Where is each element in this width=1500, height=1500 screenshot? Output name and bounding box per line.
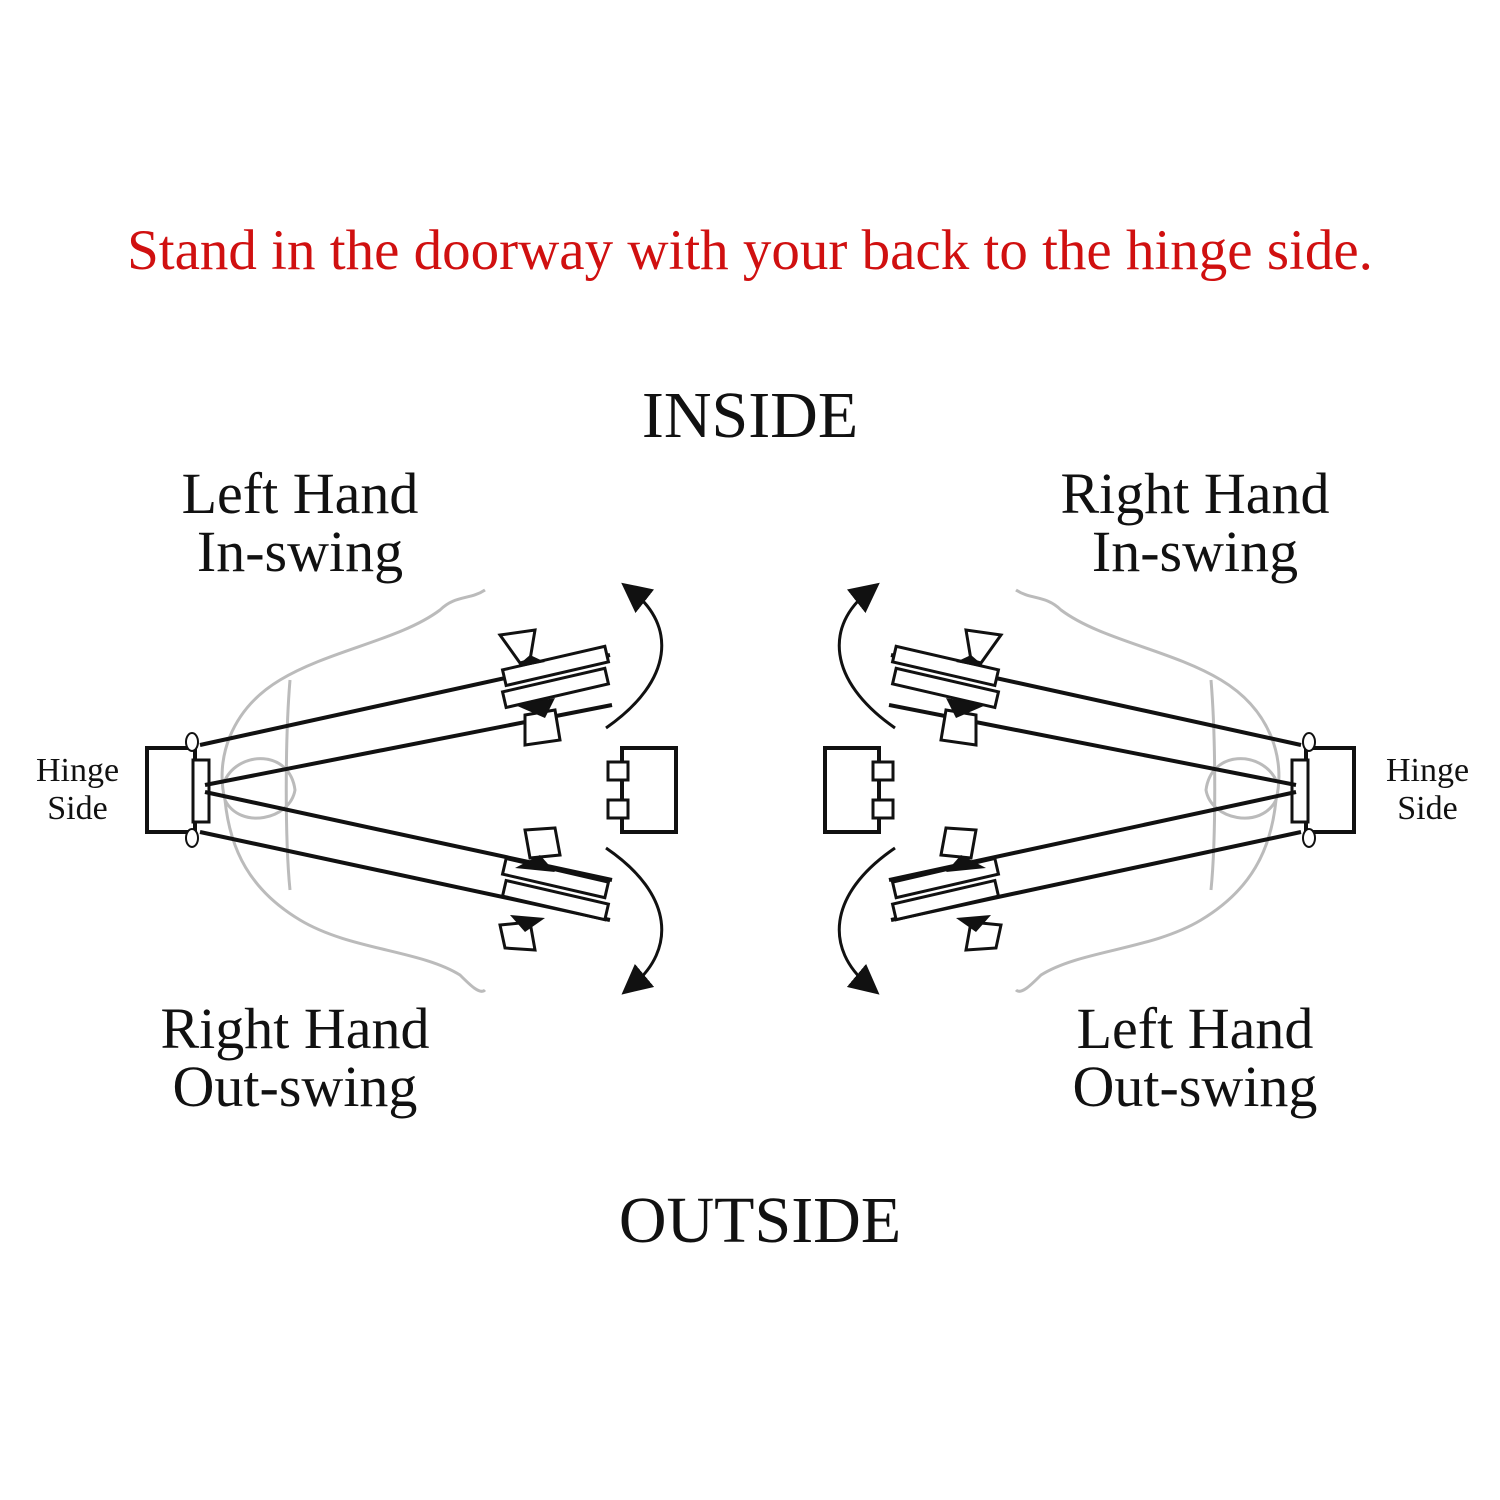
- right-hand-inswing-label: Right Hand In-swing: [1045, 465, 1345, 581]
- left-hand-inswing-label: Left Hand In-swing: [150, 465, 450, 581]
- right-hand-outswing-label: Right Hand Out-swing: [140, 1000, 450, 1116]
- label-line: Out-swing: [172, 1054, 418, 1119]
- label-line: In-swing: [196, 519, 404, 584]
- right-door-diagram: [825, 590, 1354, 991]
- left-door-diagram: [147, 590, 676, 991]
- left-hand-outswing-label: Left Hand Out-swing: [1045, 1000, 1345, 1116]
- hinge-side-left-label: Hinge Side: [20, 752, 135, 828]
- label-line: Left Hand: [1076, 996, 1314, 1061]
- label-line: Side: [1397, 790, 1458, 827]
- label-line: Hinge: [1385, 752, 1470, 789]
- label-line: Left Hand: [181, 461, 419, 526]
- label-line: Side: [47, 790, 108, 827]
- label-line: Right Hand: [160, 996, 430, 1061]
- label-line: In-swing: [1091, 519, 1299, 584]
- label-line: Hinge: [35, 752, 120, 789]
- hinge-side-right-label: Hinge Side: [1370, 752, 1485, 828]
- instruction-title: Stand in the doorway with your back to t…: [127, 219, 1373, 282]
- outside-label: OUTSIDE: [618, 1184, 902, 1257]
- label-line: Out-swing: [1072, 1054, 1318, 1119]
- inside-label: INSIDE: [641, 379, 859, 452]
- label-line: Right Hand: [1060, 461, 1330, 526]
